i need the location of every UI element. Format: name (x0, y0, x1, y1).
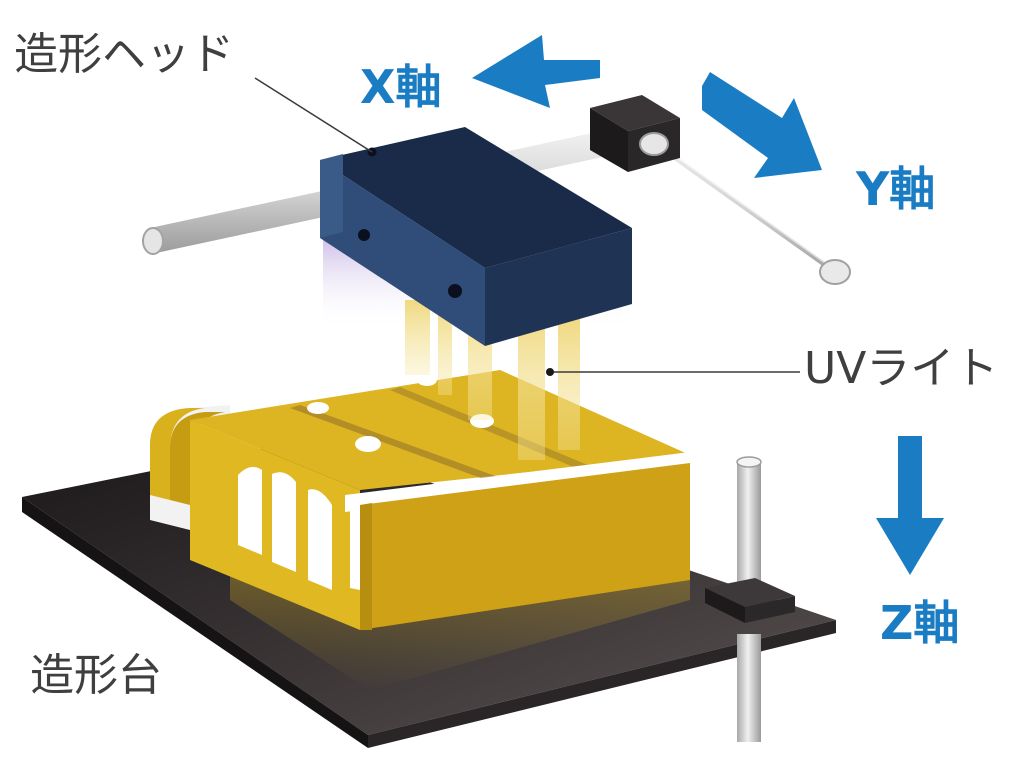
z-rod-upper (705, 456, 795, 623)
y-axis-label: Y軸 (856, 162, 936, 216)
y-axis-arrow-icon (702, 72, 822, 178)
printed-model (150, 370, 690, 630)
z-axis-arrow-icon (876, 436, 944, 575)
x-axis-label: X軸 (360, 60, 442, 114)
z-axis-label: Z軸 (880, 596, 960, 650)
z-rod-lower (737, 634, 761, 742)
rail-connector-block (590, 95, 680, 172)
uv-light-label: UVライト (804, 343, 999, 394)
print-head (320, 127, 632, 346)
leader-lines (254, 77, 800, 376)
x-axis-arrow-icon (472, 35, 600, 108)
head-label: 造形ヘッド (14, 29, 234, 80)
platform-label: 造形台 (30, 650, 162, 701)
